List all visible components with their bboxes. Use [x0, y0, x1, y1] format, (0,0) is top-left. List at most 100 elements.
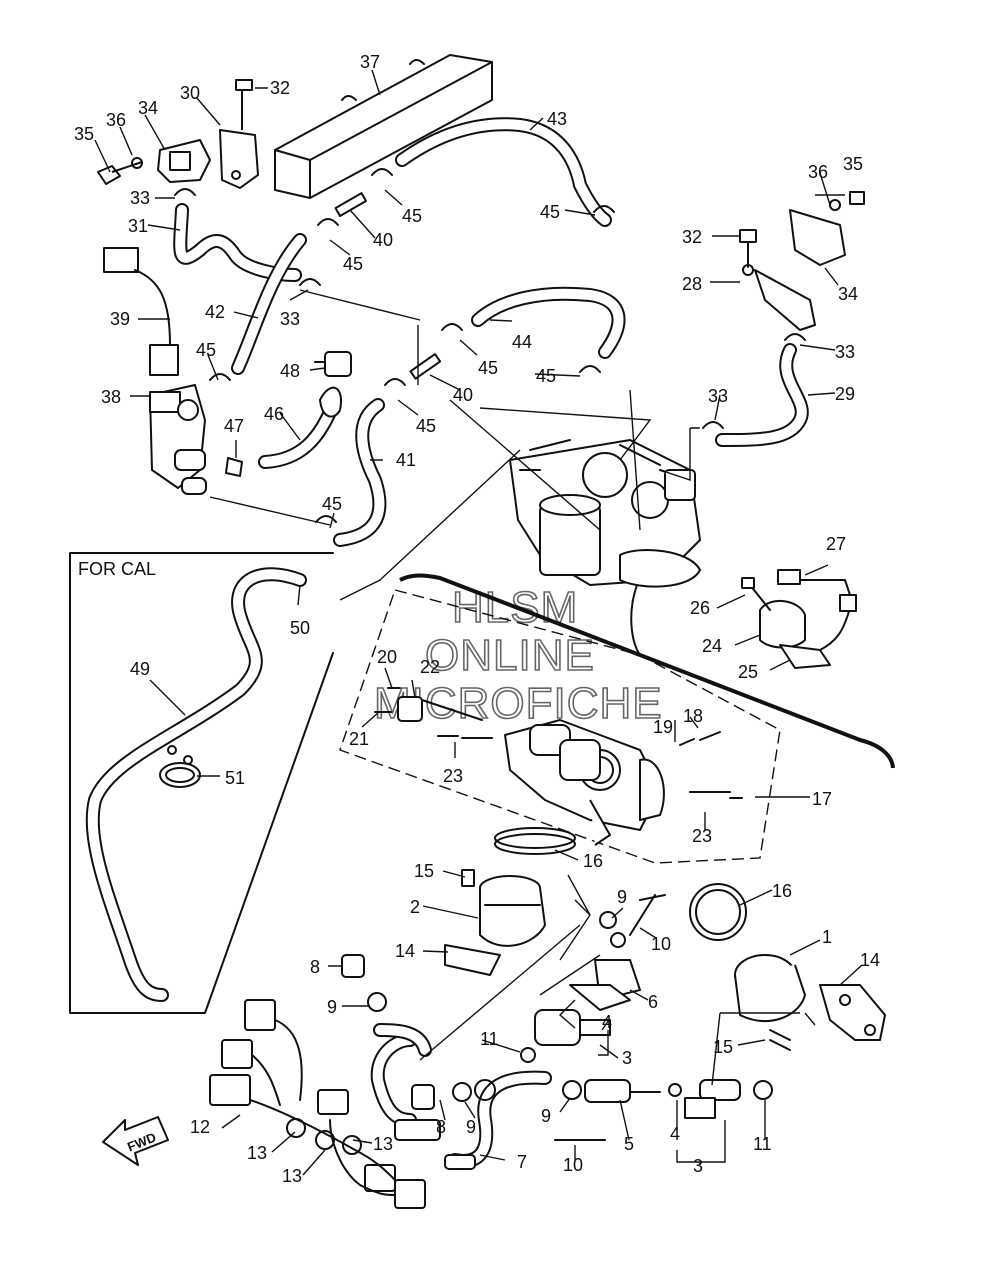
callout-27: 27 [826, 534, 846, 554]
callout-18: 18 [683, 706, 703, 726]
callout-2: 2 [410, 897, 420, 917]
callout-13b: 13 [373, 1134, 393, 1154]
callout-8a: 8 [310, 957, 320, 977]
callout-32b: 32 [682, 227, 702, 247]
callout-29: 29 [835, 384, 855, 404]
callout-22: 22 [420, 657, 440, 677]
injector-group [341, 894, 773, 1170]
callout-33c: 33 [835, 342, 855, 362]
callout-17: 17 [812, 789, 832, 809]
callout-23b: 23 [692, 826, 712, 846]
callout-44: 44 [512, 332, 532, 352]
callout-19: 19 [653, 717, 673, 737]
callout-42: 42 [205, 302, 225, 322]
callout-25: 25 [738, 662, 758, 682]
callout-26: 26 [690, 598, 710, 618]
callout-37: 37 [360, 52, 380, 72]
part-38-valve [149, 384, 243, 495]
callout-4a: 4 [602, 1012, 612, 1032]
insulator-left [444, 869, 546, 976]
part-37-rail [274, 54, 493, 199]
bracket-right [739, 191, 865, 331]
callout-11a: 11 [480, 1029, 499, 1049]
sensor-group-right [741, 569, 857, 669]
callout-15b: 15 [713, 1037, 733, 1057]
callout-3a: 3 [622, 1048, 632, 1068]
callout-13a: 13 [247, 1143, 267, 1163]
callout-24: 24 [702, 636, 722, 656]
callout-9b: 9 [617, 887, 627, 907]
callout-1: 1 [822, 927, 832, 947]
callout-3b: 3 [693, 1156, 703, 1176]
callout-4b: 4 [670, 1124, 680, 1144]
wire-harness [209, 999, 426, 1209]
detail-dashed-box [339, 573, 895, 864]
callout-14a: 14 [395, 941, 415, 961]
part-39-lead [103, 247, 179, 376]
callout-38: 38 [101, 387, 121, 407]
clamps [174, 168, 806, 523]
callout-35b: 35 [843, 154, 863, 174]
callout-48: 48 [280, 361, 300, 381]
callout-16b: 16 [772, 881, 792, 901]
callout-8b: 8 [436, 1117, 446, 1137]
callout-13c: 13 [282, 1166, 302, 1186]
callout-15a: 15 [414, 861, 434, 881]
callout-51: 51 [225, 768, 245, 788]
callout-28: 28 [682, 274, 702, 294]
callout-45f: 45 [540, 202, 560, 222]
callout-12: 12 [190, 1117, 210, 1137]
callout-14b: 14 [860, 950, 880, 970]
callout-9a: 9 [327, 997, 337, 1017]
callout-49: 49 [130, 659, 150, 679]
callout-40a: 40 [373, 230, 393, 250]
callout-9d: 9 [541, 1106, 551, 1126]
callout-16a: 16 [583, 851, 603, 871]
callout-32a: 32 [270, 78, 290, 98]
forward-arrow-badge: FWD [102, 1116, 169, 1166]
for-cal-label: FOR CAL [78, 559, 156, 579]
callout-9c: 9 [466, 1117, 476, 1137]
leader-lines [94, 69, 863, 1176]
callout-23a: 23 [443, 766, 463, 786]
callout-46: 46 [264, 404, 284, 424]
callout-47: 47 [224, 416, 244, 436]
callout-45c: 45 [343, 254, 363, 274]
callout-11b: 11 [753, 1134, 772, 1154]
sensor-bracket-top-left [97, 79, 259, 189]
hoses [85, 117, 809, 1168]
callout-20: 20 [377, 647, 397, 667]
callout-5: 5 [624, 1134, 634, 1154]
callout-45a: 45 [196, 340, 216, 360]
callout-39: 39 [110, 309, 130, 329]
callout-36b: 36 [808, 162, 828, 182]
callout-33a: 33 [130, 188, 150, 208]
throttle-body-lower [374, 687, 743, 855]
callout-30: 30 [180, 83, 200, 103]
callout-6: 6 [648, 992, 658, 1012]
callout-10b: 10 [563, 1155, 583, 1175]
watermark-line-2: ONLINE [425, 631, 595, 680]
for-cal-box: FOR CAL [69, 552, 334, 1014]
callout-45d: 45 [478, 358, 498, 378]
callout-45b: 45 [402, 206, 422, 226]
callout-33b: 33 [280, 309, 300, 329]
callout-35a: 35 [74, 124, 94, 144]
callout-45g: 45 [536, 366, 556, 386]
callout-34b: 34 [838, 284, 858, 304]
callout-45e: 45 [416, 416, 436, 436]
callout-21: 21 [349, 729, 369, 749]
insulator-right [689, 883, 886, 1051]
callout-36a: 36 [106, 110, 126, 130]
callout-43: 43 [547, 109, 567, 129]
part-51-clip [159, 745, 201, 788]
callout-33d: 33 [708, 386, 728, 406]
callout-10a: 10 [651, 934, 671, 954]
callout-31: 31 [128, 216, 148, 236]
callout-34a: 34 [138, 98, 158, 118]
callout-41: 41 [396, 450, 416, 470]
throttle-body-upper [509, 439, 701, 588]
callout-numbers: 37 32 30 34 36 35 33 31 39 42 33 45 38 4… [74, 52, 880, 1186]
